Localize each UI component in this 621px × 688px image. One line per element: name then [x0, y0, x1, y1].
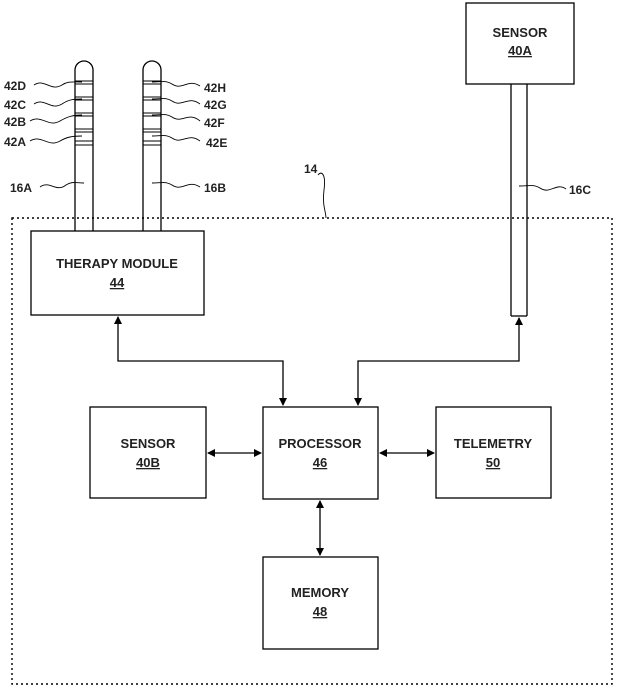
- lead-16b: [143, 61, 161, 231]
- sensor-40b-box: [90, 407, 206, 498]
- sensor-40b-ref: 40B: [136, 455, 160, 470]
- leader-42b: [30, 115, 82, 123]
- label-42g: 42G: [204, 98, 227, 112]
- arrow-processor-sensor-40a: [358, 318, 519, 405]
- label-42c: 42C: [4, 98, 26, 112]
- therapy-module-label: THERAPY MODULE: [56, 256, 178, 271]
- lead-16c: [511, 84, 527, 316]
- memory-ref: 48: [313, 604, 327, 619]
- label-42e: 42E: [206, 136, 227, 150]
- telemetry-label: TELEMETRY: [454, 436, 533, 451]
- therapy-module-box: [31, 231, 204, 315]
- label-16b: 16B: [204, 181, 226, 195]
- lead-16a: [75, 61, 93, 231]
- label-42b: 42B: [4, 115, 26, 129]
- leader-42g: [152, 99, 200, 105]
- label-42f: 42F: [204, 116, 225, 130]
- memory-label: MEMORY: [291, 585, 349, 600]
- processor-box: [263, 407, 378, 499]
- label-16c: 16C: [569, 183, 591, 197]
- therapy-module-ref: 44: [110, 275, 125, 290]
- processor-label: PROCESSOR: [278, 436, 362, 451]
- housing-ref: 14: [304, 162, 318, 176]
- sensor-40a-ref: 40A: [508, 43, 532, 58]
- housing-leader: [318, 173, 326, 218]
- leader-16a: [40, 183, 84, 188]
- leader-16b: [152, 183, 200, 188]
- leader-42a: [30, 136, 82, 143]
- arrow-therapy-processor: [118, 317, 283, 405]
- label-16a: 16A: [10, 181, 32, 195]
- label-42h: 42H: [204, 81, 226, 95]
- leader-16c: [519, 186, 566, 191]
- processor-ref: 46: [313, 455, 327, 470]
- leader-42e: [152, 136, 200, 142]
- sensor-40b-label: SENSOR: [121, 436, 177, 451]
- label-42a: 42A: [4, 135, 26, 149]
- leader-42f: [152, 115, 200, 122]
- telemetry-box: [436, 407, 551, 498]
- telemetry-ref: 50: [486, 455, 500, 470]
- label-42d: 42D: [4, 79, 26, 93]
- memory-box: [263, 557, 378, 649]
- sensor-40a-label: SENSOR: [493, 25, 549, 40]
